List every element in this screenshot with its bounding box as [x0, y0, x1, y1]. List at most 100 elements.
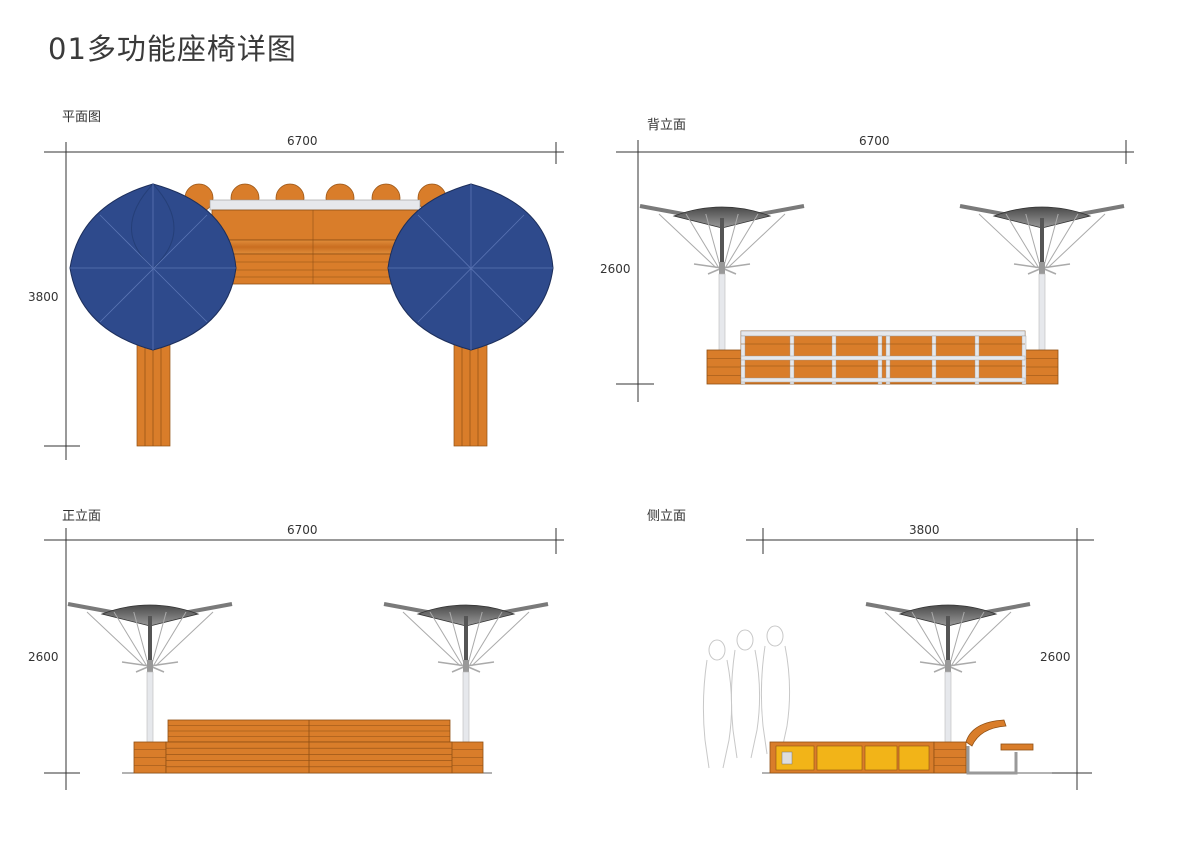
pole-upper: [148, 616, 152, 666]
plan-rail: [209, 199, 421, 211]
pole-lower: [462, 671, 470, 743]
person-body: [702, 659, 733, 769]
side-elevation: [702, 602, 1052, 775]
canopy-strut: [685, 213, 720, 269]
canopy-strut: [1042, 213, 1059, 269]
person-body: [760, 645, 791, 755]
pole-upper: [1040, 218, 1044, 268]
person-head: [766, 625, 784, 647]
canopy-strut: [449, 611, 466, 667]
pole-upper: [464, 616, 468, 666]
canopy-strut: [722, 213, 739, 269]
canopy-strut: [1025, 213, 1042, 269]
canopy-strut: [1044, 213, 1079, 269]
canopy-top: [672, 206, 772, 229]
person-body: [730, 649, 761, 759]
back-height-dimension: 2600: [600, 262, 631, 276]
canopy-strut: [429, 611, 464, 667]
side-table-top: [1000, 743, 1034, 751]
canopy-strut: [1005, 213, 1040, 269]
back-bench-frame: [740, 330, 1027, 385]
side-width-dimension: 3800: [909, 523, 940, 537]
front-left-umbrella: [67, 602, 233, 743]
canopy-strut: [953, 611, 1012, 667]
locker-panel-icon: [781, 751, 793, 765]
canopy-strut: [86, 611, 145, 667]
canopy-strut: [658, 213, 717, 269]
side-seat-frame: [966, 746, 1018, 775]
front-elevation: [67, 602, 549, 774]
plan-depth-dimension: 3800: [28, 290, 59, 304]
canopy-strut: [727, 213, 786, 269]
side-curved-backrest: [965, 719, 1007, 747]
locker-door: [775, 745, 815, 771]
canopy-strut: [1047, 213, 1106, 269]
back-right-umbrella: [959, 204, 1125, 351]
locker-door: [816, 745, 863, 771]
canopy-strut: [150, 611, 167, 667]
pole-lower: [944, 671, 952, 743]
canopy-strut: [948, 611, 965, 667]
canopy-top: [416, 604, 516, 627]
front-left-end-block: [133, 741, 167, 774]
canopy-brace: [437, 661, 467, 667]
plan-width-dimension: 6700: [287, 134, 318, 148]
pole-upper: [720, 218, 724, 268]
canopy-strut: [155, 611, 214, 667]
side-locker-bench: [769, 741, 935, 774]
pole-joint: [719, 262, 725, 274]
side-umbrella: [865, 602, 1031, 743]
plan-right-canopy: [387, 183, 554, 351]
back-right-end-block: [1021, 349, 1059, 385]
side-height-dimension: 2600: [1040, 650, 1071, 664]
pole-upper: [946, 616, 950, 666]
back-elevation-label: 背立面: [647, 118, 687, 133]
person-head: [708, 639, 726, 661]
back-width-dimension: 6700: [859, 134, 890, 148]
canopy-top: [898, 604, 998, 627]
pole-joint: [463, 660, 469, 672]
plan-bench-seat: [211, 209, 419, 285]
back-frame-rail: [740, 355, 1026, 361]
side-dimension-lines: [746, 528, 1094, 790]
canopy-strut: [402, 611, 461, 667]
canopy-strut: [705, 213, 722, 269]
canopy-brace: [149, 661, 179, 667]
plan-dimension-lines: [44, 142, 564, 460]
plan-view: [69, 183, 554, 447]
front-width-dimension: 6700: [287, 523, 318, 537]
canopy-brace: [1013, 263, 1043, 269]
front-right-umbrella: [383, 602, 549, 743]
back-left-umbrella: [639, 204, 805, 351]
front-dimension-lines: [44, 528, 564, 790]
canopy-strut: [978, 213, 1037, 269]
canopy-strut: [724, 213, 759, 269]
front-height-dimension: 2600: [28, 650, 59, 664]
back-dimension-lines: [616, 140, 1134, 402]
canopy-strut: [133, 611, 150, 667]
canopy-brace: [721, 263, 751, 269]
canopy-brace: [1041, 263, 1071, 269]
front-elevation-label: 正立面: [62, 509, 102, 524]
pole-lower: [146, 671, 154, 743]
back-bench-top-rail: [740, 330, 1026, 337]
back-left-end-block: [706, 349, 744, 385]
plan-left-canopy: [69, 183, 237, 351]
canopy-brace: [465, 661, 495, 667]
canopy-strut: [950, 611, 985, 667]
locker-door: [898, 745, 930, 771]
locker-door: [864, 745, 898, 771]
front-right-end-block: [450, 741, 484, 774]
back-elevation: [639, 204, 1125, 385]
plan-label: 平面图: [62, 110, 102, 125]
pole-joint: [1039, 262, 1045, 274]
canopy-brace: [121, 661, 151, 667]
canopy-top: [100, 604, 200, 627]
canopy-brace: [919, 661, 949, 667]
back-frame-rail: [740, 377, 1026, 383]
canopy-strut: [931, 611, 948, 667]
side-elevation-label: 侧立面: [647, 509, 687, 524]
canopy-brace: [693, 263, 723, 269]
pole-lower: [1038, 273, 1046, 351]
canopy-strut: [466, 611, 483, 667]
